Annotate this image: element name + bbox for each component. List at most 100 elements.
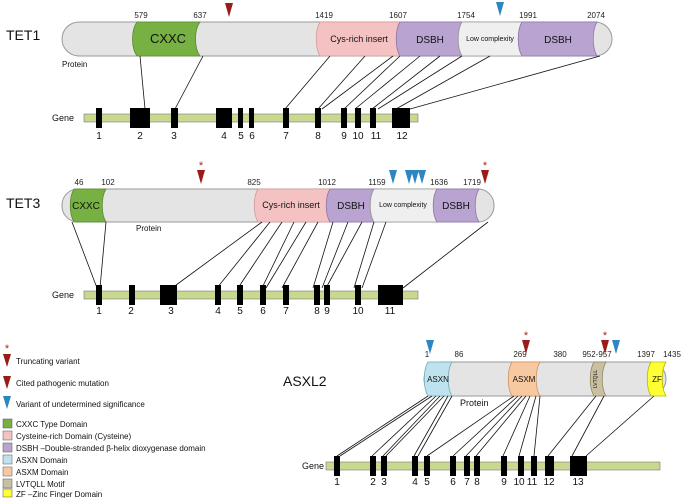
asxl2-vus-marker (426, 340, 434, 354)
asxl2-pos-label: 86 (455, 350, 464, 359)
tet1-exon (283, 108, 289, 128)
asxl2-exon-number: 11 (527, 477, 538, 488)
legend-text: ZF –Zinc Finger Domain (16, 490, 102, 498)
tet3-exon-number: 3 (168, 306, 174, 317)
asxl2-exon-number: 2 (370, 477, 376, 488)
tet3-pos-label: 1012 (318, 178, 336, 187)
tet3-exon (260, 285, 266, 305)
tet3-vus-marker (411, 170, 419, 184)
tet3-exons (96, 285, 403, 305)
tet1-pos-label: 637 (193, 11, 207, 20)
legend-vus: Variant of undetermined significance (3, 396, 145, 409)
legend-text: CXXC Type Domain (16, 420, 87, 429)
tet3-pos-label: 1719 (463, 178, 481, 187)
tet1-exon (341, 108, 347, 128)
asxl2-exon-number: 4 (412, 477, 418, 488)
asxl2-gene-label: Gene (302, 461, 324, 471)
tet1-exon-number: 3 (171, 131, 177, 142)
tet1-pos-label: 1991 (519, 11, 537, 20)
asxl2-domain-asxm-label: ASXM (513, 375, 536, 384)
tet3-gene-name: TET3 (6, 195, 40, 211)
tet1-domain-dsbh2 (517, 21, 598, 57)
asxl2-exon-number: 13 (572, 477, 584, 488)
asxl2-exon (474, 456, 480, 476)
legend-text: Cited pathogenic mutation (16, 379, 109, 388)
asxl2-vus-marker-2 (612, 340, 620, 354)
svg-text:*: * (603, 330, 608, 342)
asxl2-exon (412, 456, 418, 476)
tet3-exon (355, 285, 361, 305)
cited-marker-icon (3, 376, 11, 389)
asxl2-truncating-marker: * (522, 330, 530, 354)
cys-swatch (2, 430, 13, 441)
tet3-domain-dsbh2 (432, 188, 480, 223)
asxl2-exon-connectors (336, 395, 655, 457)
tet3-exon (96, 285, 102, 305)
asxl2-domain-lvtqll (589, 361, 607, 397)
tet1-exon-number: 11 (371, 131, 382, 142)
tet3-exon (314, 285, 320, 305)
asxl2-gene-name: ASXL2 (283, 373, 327, 389)
asxl2-exon (450, 456, 456, 476)
asxl2-exon (424, 456, 430, 476)
tet1-exon-number: 2 (137, 131, 143, 142)
tet1-gene-name: TET1 (6, 27, 40, 43)
asxl2-protein-bar (423, 361, 667, 397)
asxl2-exon (570, 456, 587, 476)
tet3-domain-dsbh2-label: DSBH (442, 201, 470, 212)
asxl2-exon-number: 12 (543, 477, 555, 488)
svg-text:*: * (5, 343, 10, 355)
tet1-exons (96, 108, 410, 128)
tet3-exon (324, 285, 330, 305)
tet3-exon-numbers: 1 2 3 4 5 6 7 8 9 10 11 (96, 306, 395, 317)
zf-swatch (2, 488, 13, 498)
asxl2-panel: ASXL2 ASXN ASXM LVTQLL ZF 1 86 269 380 9… (283, 350, 681, 488)
tet3-vus-marker (405, 170, 413, 184)
tet3-exon-number: 2 (128, 306, 134, 317)
legend-text: Cysteine-rich Domain (Cysteine) (16, 432, 131, 441)
tet1-gene-label: Gene (52, 113, 74, 123)
tet3-pos-label: 825 (247, 178, 261, 187)
asxl2-truncating-marker-2: * (601, 330, 609, 354)
tet1-pos-label: 1754 (457, 11, 475, 20)
tet1-exon (315, 108, 321, 128)
asxl2-exon-number: 9 (501, 477, 507, 488)
tet3-panel: TET3 CXXC Cys-rich insert DSBH Low compl… (6, 160, 495, 317)
legend-text: Variant of undetermined significance (16, 400, 145, 409)
tet3-exon-number: 7 (283, 306, 289, 317)
tet3-exon-number: 6 (260, 306, 266, 317)
tet1-exon (392, 108, 410, 128)
asxl2-domain-zf-label: ZF (652, 375, 662, 384)
asxl2-exon (518, 456, 524, 476)
tet3-exon (215, 285, 221, 305)
tet1-exon-number: 4 (221, 131, 227, 142)
tet3-pos-label: 102 (101, 178, 115, 187)
tet1-pos-label: 1419 (315, 11, 333, 20)
legend-text: ASXN Domain (16, 456, 68, 465)
tet3-gene-label: Gene (52, 290, 74, 300)
tet1-exon (370, 108, 376, 128)
tet1-exon (130, 108, 150, 128)
tet1-exon-number: 5 (238, 131, 244, 142)
asxl2-exon (464, 456, 470, 476)
tet1-domain-lowc-label: Low complexity (466, 36, 514, 43)
truncating-marker-icon (3, 354, 11, 367)
tet3-exon-number: 8 (314, 306, 320, 317)
tet3-exon (283, 285, 289, 305)
dsbh-swatch (2, 442, 13, 453)
tet1-exon-number: 9 (341, 131, 347, 142)
legend-truncating: * Truncating variant (3, 343, 81, 367)
asxl2-exon-number: 5 (424, 477, 430, 488)
tet1-exon (171, 108, 178, 128)
asxl2-domain-zf (646, 361, 667, 397)
tet1-exon (249, 108, 254, 128)
lvtqll-swatch (2, 478, 13, 489)
tet3-exon-connectors (71, 221, 489, 289)
tet1-exon-number: 10 (352, 131, 364, 142)
tet1-vus-marker (496, 2, 504, 16)
asxl2-pos-label: 1397 (637, 350, 655, 359)
legend-domain-swatches: CXXC Type Domain Cysteine-rich Domain (C… (2, 418, 206, 498)
asxl2-exon (545, 456, 554, 476)
svg-text:*: * (483, 160, 488, 172)
